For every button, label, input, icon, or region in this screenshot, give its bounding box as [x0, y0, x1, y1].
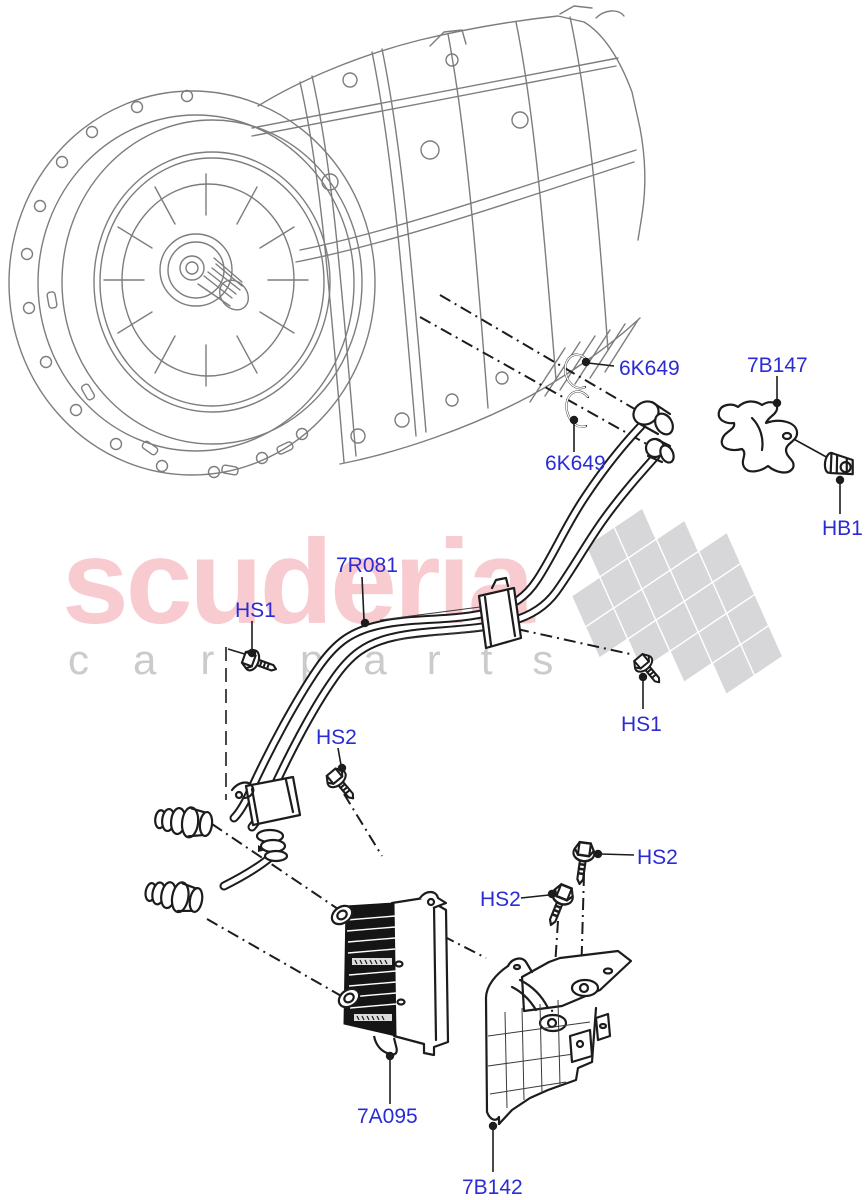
torque-converter: [61, 119, 363, 445]
quick-connect-fitting-lower: [142, 875, 206, 917]
callout-hs2-top[interactable]: HS2: [316, 726, 357, 749]
oil-cooler-tube-assembly: [142, 400, 675, 917]
callout-oil-cooler[interactable]: 7A095: [357, 1105, 418, 1128]
callout-labels: 6K649 7B147 6K649 HB1 7R081 HS1 HS1 HS2 …: [235, 354, 863, 1199]
pipe-retaining-clip: [717, 400, 799, 474]
callout-seal-top[interactable]: 6K649: [619, 357, 680, 380]
callout-clip-bolt[interactable]: HB1: [822, 517, 863, 540]
hose-clamp-block: [230, 775, 302, 827]
tube-port-lower: [644, 437, 675, 464]
callout-hs2-bracket-left[interactable]: HS2: [480, 888, 521, 911]
callout-hs1-right[interactable]: HS1: [621, 713, 662, 736]
cooler-port-top: [330, 904, 354, 926]
callout-hs1-left[interactable]: HS1: [235, 599, 276, 622]
oil-cooler: [330, 890, 450, 1057]
callout-hs2-bracket-right[interactable]: HS2: [637, 846, 678, 869]
watermark-tagline-car: car: [68, 636, 258, 683]
tube-port-upper: [632, 400, 674, 436]
callout-leaders: [247, 357, 845, 1172]
clip-bolt-hb1: [823, 451, 854, 476]
callout-seal-bottom[interactable]: 6K649: [545, 452, 606, 475]
tube-clamp-block: [477, 576, 523, 650]
cooler-ribs: [346, 915, 397, 1021]
callout-tube-assembly[interactable]: 7R081: [336, 554, 398, 577]
watermark: scuderia car parts: [62, 503, 789, 700]
callout-cooler-bracket[interactable]: 7B142: [462, 1176, 523, 1199]
transmission-body: [251, 5, 646, 465]
bolt-hs2-bracket-right: [567, 840, 597, 887]
callout-pipe-clip[interactable]: 7B147: [747, 354, 808, 377]
quick-connect-fitting-upper: [152, 802, 215, 841]
transmission-illustration: [8, 5, 646, 479]
o-ring-seal-top: [564, 353, 588, 390]
ribbed-connector: [255, 828, 289, 863]
bolt-hs1-right: [629, 650, 668, 690]
o-ring-seal-bottom: [565, 390, 590, 428]
cooler-bracket: [484, 949, 633, 1126]
bell-flange-holes: [20, 89, 309, 479]
cooler-port-bottom: [337, 987, 361, 1009]
converter-spikes: [103, 173, 309, 387]
